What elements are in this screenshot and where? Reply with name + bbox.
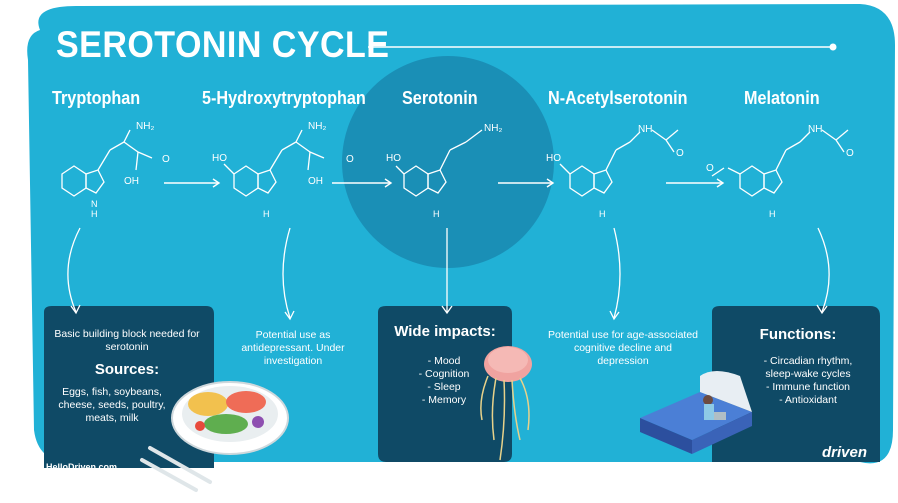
- melatonin-o: O: [706, 163, 714, 174]
- tryptophan-h: H: [91, 209, 98, 219]
- wide-impacts-list: - Mood - Cognition - Sleep - Memory: [404, 355, 484, 407]
- food-plate-illustration: [140, 381, 289, 492]
- melatonin-label: Melatonin: [744, 88, 820, 108]
- tryptophan-oh: OH: [124, 176, 139, 187]
- melatonin-structure: [711, 129, 849, 197]
- serotonin-panel-bg: [378, 306, 512, 462]
- impact-item: - Memory: [421, 394, 467, 406]
- functions-list: - Circadian rhythm, sleep-wake cycles - …: [748, 355, 868, 407]
- serotonin-ho: HO: [386, 153, 401, 164]
- tryptophan-description: Basic building block needed for serotoni…: [54, 328, 200, 353]
- functions-heading: Functions:: [759, 326, 837, 343]
- impact-item: - Mood: [427, 355, 461, 367]
- serotonin-structure: [395, 129, 483, 197]
- down-arrow-1: [67, 227, 81, 313]
- website-footer: HelloDriven.com: [46, 462, 118, 472]
- acetylserotonin-nh: NH: [638, 124, 653, 135]
- down-arrow-4-head: [609, 310, 620, 321]
- down-arrow-1-head: [70, 304, 81, 315]
- acetylserotonin-o: O: [676, 148, 684, 159]
- tryptophan-structure: [61, 129, 153, 197]
- serotonin-label: Serotonin: [402, 88, 478, 108]
- reaction-arrows: [164, 178, 725, 188]
- down-arrow-2: [282, 227, 291, 319]
- melatonin-carbonyl-o: O: [846, 148, 854, 159]
- title-rule-dot: [829, 43, 837, 51]
- melatonin-panel-bg: [712, 306, 880, 462]
- tryptophan-nh2: NH₂: [136, 121, 155, 132]
- bed-illustration: [640, 371, 752, 454]
- hydroxytryptophan-structure: [223, 129, 325, 197]
- hydroxytryptophan-label: 5-Hydroxytryptophan: [202, 88, 366, 108]
- wide-impacts-heading: Wide impacts:: [394, 323, 496, 340]
- acetylserotonin-note: Potential use for age-associated cogniti…: [548, 329, 699, 367]
- down-arrow-5: [817, 227, 830, 313]
- hydroxytryptophan-oh: OH: [308, 176, 323, 187]
- tryptophan-o: O: [162, 154, 170, 165]
- serotonin-h: H: [433, 209, 440, 219]
- hydroxytryptophan-nh2: NH₂: [308, 121, 327, 132]
- melatonin-nh: NH: [808, 124, 823, 135]
- arrow-1-head: [212, 178, 221, 188]
- function-item: - Antioxidant: [779, 394, 837, 406]
- down-arrow-4: [613, 227, 621, 319]
- hydroxytryptophan-o: O: [346, 154, 354, 165]
- sources-heading: Sources:: [94, 361, 160, 378]
- impact-item: - Cognition: [418, 368, 470, 380]
- brand-logo: driven: [822, 444, 868, 461]
- hydroxytryptophan-ho: HO: [212, 153, 227, 164]
- serotonin-highlight-circle: [342, 56, 554, 268]
- serotonin-nh2: NH₂: [484, 123, 503, 134]
- acetylserotonin-label: N-Acetylserotonin: [548, 88, 688, 108]
- brain-jellyfish-illustration: [480, 346, 532, 461]
- tryptophan-label: Tryptophan: [52, 88, 141, 108]
- impact-item: - Sleep: [427, 381, 461, 393]
- melatonin-h: H: [769, 209, 776, 219]
- hydroxytryptophan-h: H: [263, 209, 270, 219]
- sources-list: Eggs, fish, soybeans, cheese, seeds, pou…: [58, 386, 166, 424]
- molecule-structures: [61, 129, 849, 197]
- function-item: - Circadian rhythm, sleep-wake cycles: [763, 355, 853, 380]
- hydroxytryptophan-note: Potential use as antidepressant. Under i…: [241, 329, 345, 367]
- down-arrow-5-head: [816, 304, 828, 315]
- down-arrow-3-head: [441, 305, 453, 315]
- tryptophan-panel-bg: [44, 306, 214, 468]
- arrow-2-head: [384, 178, 393, 188]
- down-arrows: [67, 227, 830, 321]
- function-item: - Immune function: [765, 381, 851, 393]
- down-arrow-2-head: [284, 310, 295, 321]
- arrow-4-head: [716, 178, 725, 188]
- acetylserotonin-h: H: [599, 209, 606, 219]
- page-title: SEROTONIN CYCLE: [56, 24, 390, 65]
- tryptophan-n: N: [91, 199, 98, 209]
- arrow-3-head: [546, 178, 555, 188]
- acetylserotonin-structure: [559, 129, 679, 197]
- acetylserotonin-ho: HO: [546, 153, 561, 164]
